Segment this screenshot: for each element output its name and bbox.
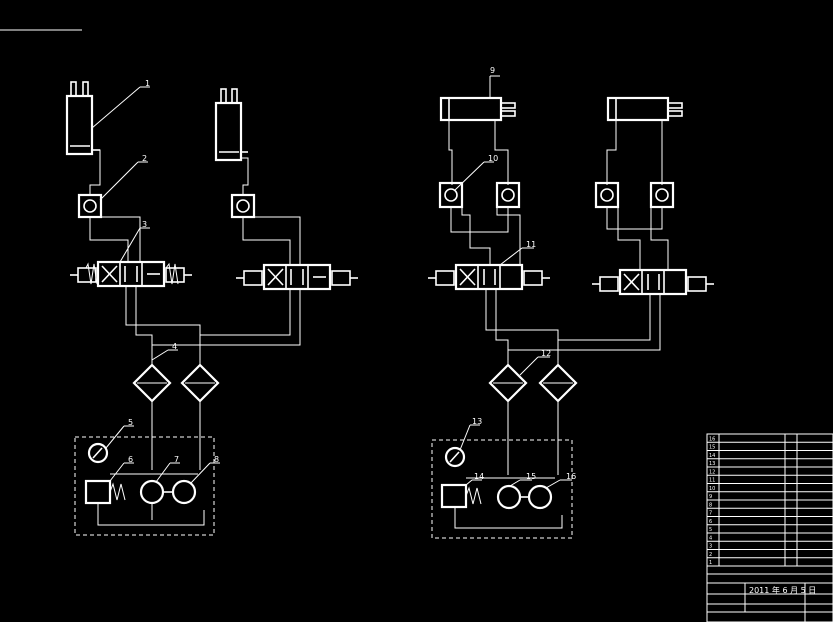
parts-row-number: 4 [709, 535, 712, 541]
parts-row-number: 15 [709, 445, 715, 451]
filter-right-2 [538, 363, 578, 403]
label-9: 9 [490, 66, 495, 75]
filter-left-1 [132, 363, 172, 403]
horizontal-cylinder-right-2 [606, 96, 683, 122]
label-6: 6 [128, 455, 133, 464]
check-valve-right-4 [649, 181, 675, 209]
label-7: 7 [174, 455, 179, 464]
pump-left [139, 479, 165, 505]
directional-valve-right-2 [592, 268, 714, 296]
parts-list-rows: 16 15 14 13 12 11 10 9 8 7 6 5 4 3 2 1 [707, 436, 833, 567]
label-5: 5 [128, 418, 133, 427]
pump-right [496, 484, 522, 510]
label-16: 16 [566, 472, 576, 481]
drawing-date: 2011 年 6 月 5 日 [749, 585, 816, 595]
filter-right-1 [488, 363, 528, 403]
power-unit-box-right [431, 439, 573, 539]
leader-lines [91, 75, 572, 489]
parts-row-number: 2 [709, 552, 712, 558]
directional-valve-11-right [428, 263, 550, 291]
label-11: 11 [526, 240, 536, 249]
motor-right [527, 484, 553, 510]
label-3: 3 [142, 220, 147, 229]
horizontal-cylinder-right-1 [439, 96, 516, 122]
parts-row-number: 16 [709, 436, 715, 442]
parts-row-number: 12 [709, 469, 715, 475]
label-14: 14 [474, 472, 484, 481]
parts-row-number: 13 [709, 461, 715, 467]
label-10: 10 [488, 154, 498, 163]
directional-valve-3-left [70, 260, 192, 288]
vertical-cylinder-left-2 [214, 88, 248, 162]
parts-row-number: 6 [709, 519, 712, 525]
parts-row-number: 1 [709, 560, 712, 566]
parts-row-number: 3 [709, 544, 712, 550]
parts-row-number: 9 [709, 494, 712, 500]
parts-row-number: 5 [709, 527, 712, 533]
relief-valve-right [440, 483, 468, 509]
label-12: 12 [541, 349, 551, 358]
title-block: 16 15 14 13 12 11 10 9 8 7 6 5 4 3 2 1 2011 年 6 月 5 日 [706, 433, 833, 622]
check-valve-left-1 [77, 193, 103, 219]
right-circuit [428, 96, 714, 539]
left-circuit [65, 81, 358, 536]
label-15: 15 [526, 472, 536, 481]
parts-row-number: 10 [709, 486, 715, 492]
parts-row-number: 11 [709, 478, 715, 484]
parts-row-number: 14 [709, 453, 715, 459]
directional-valve-left-2 [236, 263, 358, 291]
parts-row-number: 7 [709, 511, 712, 517]
check-valve-right-3 [594, 181, 620, 209]
check-valve-right-2 [495, 181, 521, 209]
part-numbers: 1 2 3 4 5 6 7 8 9 10 11 12 13 14 15 16 [128, 66, 576, 481]
pressure-gauge-left [87, 442, 109, 464]
label-2: 2 [142, 154, 147, 163]
motor-left [171, 479, 197, 505]
vertical-cylinder-left-1 [65, 81, 100, 156]
relief-valve-left [84, 479, 112, 505]
label-1: 1 [145, 79, 150, 88]
label-4: 4 [172, 342, 177, 351]
filter-left-2 [180, 363, 220, 403]
parts-row-number: 8 [709, 502, 712, 508]
pressure-gauge-right [444, 446, 466, 468]
label-13: 13 [472, 417, 482, 426]
check-valve-left-2 [230, 193, 256, 219]
label-8: 8 [214, 455, 219, 464]
